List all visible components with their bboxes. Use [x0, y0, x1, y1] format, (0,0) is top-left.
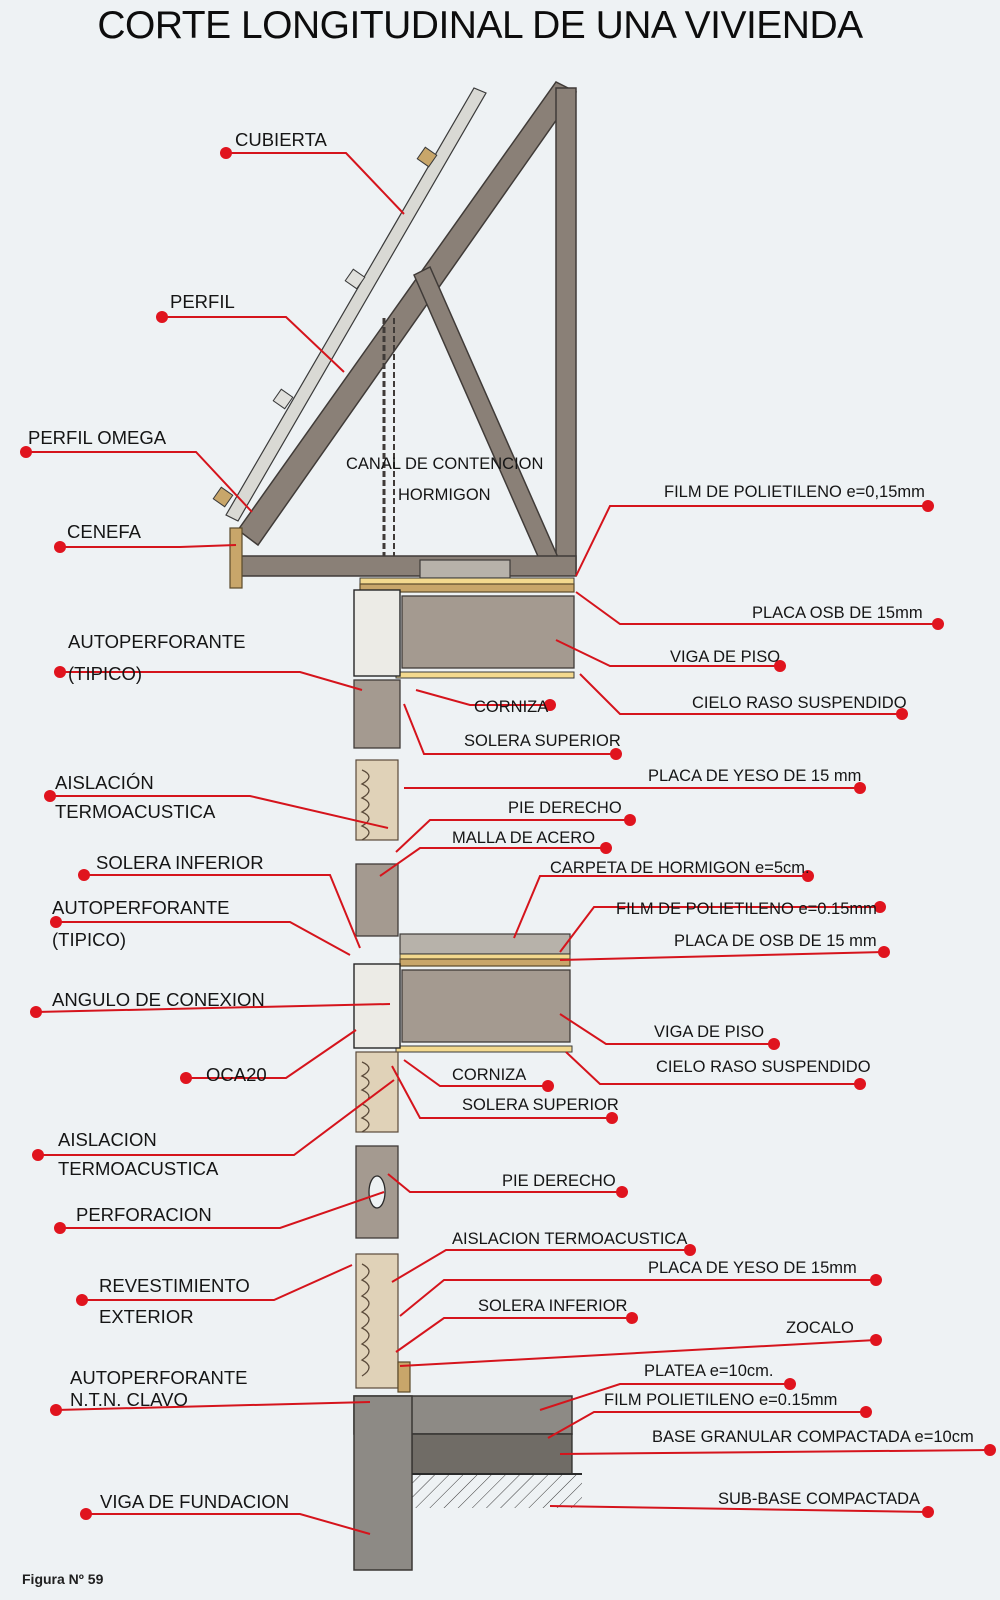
label-perfil-omega: PERFIL OMEGA: [28, 427, 167, 448]
label-film-polietileno-3: FILM POLIETILENO e=0.15mm: [604, 1391, 837, 1409]
diagonal-web: [413, 265, 561, 572]
rim-track-1: [353, 589, 401, 677]
skirting: [397, 1361, 411, 1393]
label-pie-derecho-2: PIE DERECHO: [502, 1172, 616, 1190]
roof-slab: [419, 559, 511, 579]
label-angulo-conexion: ANGULO DE CONEXION: [52, 989, 265, 1010]
label-autoperforante-3b: N.T.N. CLAVO: [70, 1389, 188, 1410]
label-sub-base: SUB-BASE COMPACTADA: [718, 1490, 920, 1508]
film-layer-1: [359, 577, 575, 585]
roof-covering: [225, 87, 487, 522]
figure-caption: Figura Nº 59: [22, 1571, 104, 1587]
label-perforacion: PERFORACION: [76, 1204, 212, 1225]
leader-lines: [26, 152, 991, 1535]
roof-truss: [212, 81, 578, 593]
fascia: [229, 527, 243, 589]
label-aislacion-1b: TERMOACUSTICA: [55, 801, 216, 822]
bottom-chord: [237, 555, 577, 577]
diagram-title: CORTE LONGITUDINAL DE UNA VIVIENDA: [97, 4, 863, 47]
ceiling-2: [395, 1045, 573, 1053]
label-autoperforante-1a: AUTOPERFORANTE: [68, 631, 245, 652]
label-solera-superior-1: SOLERA SUPERIOR: [464, 732, 621, 750]
label-dots: [20, 147, 996, 1520]
label-oca20: OCA20: [206, 1064, 267, 1085]
label-platea: PLATEA e=10cm.: [644, 1362, 773, 1380]
label-perfil: PERFIL: [170, 291, 235, 312]
label-cornisa-2: CORNIZA: [452, 1066, 526, 1084]
label-malla-acero: MALLA DE ACERO: [452, 829, 595, 847]
label-canal-1: CANAL DE CONTENCION: [346, 455, 543, 473]
insulation-1: [355, 759, 399, 841]
label-base-granular: BASE GRANULAR COMPACTADA e=10cm: [652, 1428, 974, 1446]
labels-right: CANAL DE CONTENCION HORMIGON FILM DE POL…: [346, 455, 974, 1508]
label-aislacion-3: AISLACION TERMOACUSTICA: [452, 1230, 687, 1248]
wall-segment-1: [355, 759, 399, 937]
label-solera-inferior-1: SOLERA INFERIOR: [96, 852, 264, 873]
label-placa-osb-1: PLACA OSB DE 15mm: [752, 604, 923, 622]
osb-layer-1: [359, 583, 575, 593]
label-viga-piso-2: VIGA DE PISO: [654, 1023, 764, 1041]
label-aislacion-1a: AISLACIÓN: [55, 772, 154, 793]
top-chord: [236, 81, 578, 547]
label-canal-2: HORMIGON: [398, 486, 491, 504]
sub-base: [412, 1474, 582, 1508]
label-aislacion-2b: TERMOACUSTICA: [58, 1158, 219, 1179]
floor-beam-1: [401, 595, 575, 669]
granular-base: [411, 1433, 573, 1475]
ceiling-1: [395, 671, 575, 679]
label-autoperforante-2b: (TIPICO): [52, 929, 126, 950]
label-aislacion-2a: AISLACION: [58, 1129, 157, 1150]
label-solera-superior-2: SOLERA SUPERIOR: [462, 1096, 619, 1114]
label-viga-piso-1: VIGA DE PISO: [670, 648, 780, 666]
label-viga-fundacion: VIGA DE FUNDACION: [100, 1491, 289, 1512]
film-layer-2: [399, 953, 571, 960]
label-cielo-raso-1: CIELO RASO SUSPENDIDO: [692, 694, 907, 712]
foundation: [353, 1395, 582, 1571]
insulation-3: [355, 1253, 399, 1389]
label-placa-yeso-2: PLACA DE YESO DE 15mm: [648, 1259, 857, 1277]
label-cubierta: CUBIERTA: [235, 129, 327, 150]
label-placa-yeso-1: PLACA DE YESO DE 15 mm: [648, 767, 861, 785]
osb-layer-2: [399, 958, 571, 967]
label-autoperforante-1b: (TIPICO): [68, 663, 142, 684]
label-placa-osb-2: PLACA DE OSB DE 15 mm: [674, 932, 877, 950]
label-film-polietileno-2: FILM DE POLIETILENO e=0.15mm: [616, 900, 877, 918]
label-autoperforante-3a: AUTOPERFORANTE: [70, 1367, 247, 1388]
label-zocalo: ZOCALO: [786, 1319, 854, 1337]
tile-markers: [212, 146, 438, 508]
vertical-stud: [555, 87, 577, 571]
label-autoperforante-2a: AUTOPERFORANTE: [52, 897, 229, 918]
labels-left: CUBIERTA PERFIL PERFIL OMEGA CENEFA AUTO…: [28, 129, 327, 1512]
label-film-polietileno-1: FILM DE POLIETILENO e=0,15mm: [664, 483, 925, 501]
wall-segment-2: [355, 1051, 399, 1239]
wall-segment-3: [355, 1253, 411, 1393]
label-cornisa-1: CORNIZA: [474, 698, 548, 716]
label-revestimiento-a: REVESTIMIENTO: [99, 1275, 250, 1296]
label-carpeta-hormigon: CARPETA DE HORMIGON e=5cm.: [550, 859, 810, 877]
wall-stud-top-1: [353, 679, 401, 749]
rim-track-2: [353, 963, 401, 1049]
floor-beam-2: [401, 969, 571, 1043]
upper-floor-joint: [353, 589, 575, 749]
label-cenefa: CENEFA: [67, 521, 142, 542]
label-cielo-raso-2: CIELO RASO SUSPENDIDO: [656, 1058, 871, 1076]
stud-perforation: [368, 1175, 386, 1209]
label-solera-inferior-2: SOLERA INFERIOR: [478, 1297, 628, 1315]
label-pie-derecho-1: PIE DERECHO: [508, 799, 622, 817]
middle-floor-joint: [353, 933, 573, 1053]
foundation-beam: [353, 1395, 413, 1571]
label-revestimiento-b: EXTERIOR: [99, 1306, 194, 1327]
concrete-topping: [399, 933, 571, 955]
